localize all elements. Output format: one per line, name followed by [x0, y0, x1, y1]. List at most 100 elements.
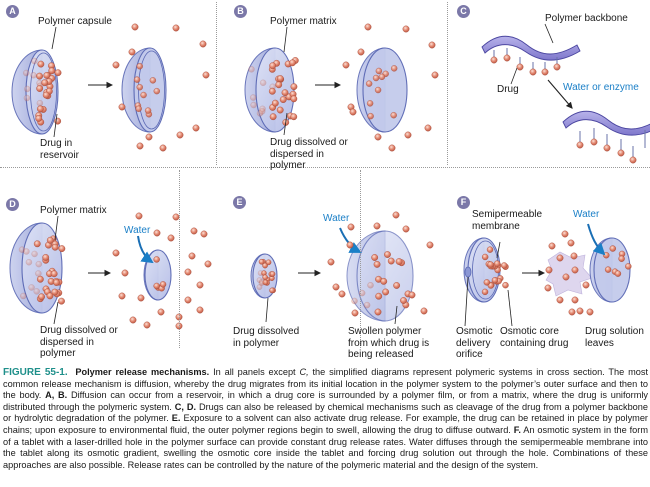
- drug-particle: [290, 83, 298, 91]
- drug-particle: [357, 48, 365, 56]
- osmotic-orifice: [464, 266, 472, 278]
- polymer-face: [356, 230, 414, 322]
- drug-particle: [491, 277, 499, 284]
- caption-cd-text: Drugs can also be released by chemical m…: [3, 401, 649, 424]
- figure-artwork: [9, 23, 650, 330]
- drug-particle: [402, 25, 410, 33]
- drug-particle: [367, 112, 374, 120]
- drug-particle: [136, 83, 143, 91]
- drug-particle: [51, 243, 59, 251]
- panel-e-badge: E: [233, 196, 246, 209]
- drug-particle: [269, 62, 277, 70]
- drug-particle: [541, 68, 549, 76]
- drug-particle: [133, 76, 141, 83]
- drug-particle: [290, 113, 298, 121]
- drug-particle: [58, 245, 66, 253]
- drug-particle: [570, 252, 578, 260]
- panel-d-label-water: Water: [124, 225, 151, 236]
- drug-particle: [590, 138, 598, 146]
- drug-particle: [167, 234, 175, 242]
- drug-particle: [184, 268, 192, 276]
- drug-particle: [390, 65, 398, 72]
- leader-line: [53, 301, 59, 325]
- drug-particle: [58, 297, 65, 305]
- drug-particle: [276, 106, 284, 114]
- panel-f-label-orifice: Osmotic delivery orifice: [456, 326, 493, 360]
- drug-particle: [30, 71, 37, 79]
- panel-c-badge: C: [457, 5, 470, 18]
- leader-line: [265, 297, 269, 323]
- drug-particle: [143, 321, 151, 329]
- drug-particle: [36, 72, 43, 80]
- drug-particle: [153, 229, 161, 237]
- drug-particle: [400, 297, 407, 304]
- leader-line: [510, 67, 518, 85]
- drug-particle: [493, 260, 501, 267]
- drug-particle: [402, 225, 410, 233]
- drug-particle: [192, 124, 200, 132]
- drug-particle: [196, 281, 204, 289]
- drug-particle: [483, 279, 491, 286]
- drug-particle: [553, 63, 561, 71]
- drug-particle: [42, 91, 50, 99]
- panel-c-label-drug: Drug: [497, 84, 519, 95]
- drug-particle: [275, 81, 283, 89]
- leader-line: [283, 26, 288, 53]
- drug-particle: [33, 288, 40, 295]
- drug-particle: [393, 282, 401, 289]
- drug-particle: [556, 296, 564, 304]
- drug-particle: [51, 288, 59, 296]
- drug-particle: [290, 95, 298, 103]
- drug-particle: [364, 23, 372, 31]
- drug-particle: [629, 156, 637, 164]
- drug-particle: [20, 292, 27, 300]
- water-arrow: [137, 235, 154, 264]
- drug-particle: [366, 100, 374, 107]
- caption-ab-label: A, B.: [45, 390, 68, 401]
- drug-particle: [157, 308, 165, 316]
- drug-particle: [257, 270, 264, 276]
- panel-f-label-water: Water: [573, 209, 600, 220]
- panel-a-label-capsule: Polymer capsule: [38, 16, 112, 27]
- drug-particle: [603, 144, 611, 152]
- divider: [447, 2, 448, 165]
- drug-particle: [18, 246, 26, 253]
- leader-line: [394, 305, 398, 325]
- drug-particle: [281, 89, 289, 97]
- drug-particle: [248, 66, 255, 73]
- drug-particle: [545, 266, 553, 274]
- caption-intro-c: C,: [299, 367, 309, 377]
- drug-particle: [529, 68, 537, 76]
- divider: [216, 2, 217, 165]
- divider: [360, 170, 361, 348]
- drug-particle: [327, 258, 335, 266]
- drug-particle: [131, 23, 139, 31]
- leader-line: [464, 276, 469, 327]
- drug-particle: [204, 260, 212, 268]
- drug-particle: [184, 296, 192, 304]
- drug-particle: [136, 63, 143, 70]
- drug-particle: [562, 273, 570, 281]
- drug-particle: [259, 79, 267, 86]
- caption-figure-label: FIGURE 55-1.: [3, 367, 68, 378]
- drug-particle: [374, 133, 382, 141]
- drug-particle: [625, 263, 632, 270]
- drug-particle: [202, 71, 210, 79]
- drug-particle: [428, 41, 436, 49]
- drug-particle: [54, 69, 62, 77]
- caption-cd-label: C, D.: [174, 401, 197, 412]
- drug-particle: [500, 262, 508, 269]
- drug-particle: [367, 282, 374, 289]
- drug-particle: [135, 105, 142, 112]
- drug-particle: [48, 67, 56, 75]
- leader-line: [544, 23, 554, 44]
- drug-particle: [153, 282, 160, 290]
- drug-particle: [486, 246, 494, 253]
- drug-particle: [487, 261, 494, 268]
- drug-particle: [199, 40, 207, 48]
- drug-particle: [38, 293, 45, 301]
- polymer-face: [133, 47, 167, 133]
- drug-particle: [36, 85, 44, 92]
- polymer-backbone-cleaved: [562, 110, 650, 136]
- panel-f-label-core: Osmotic core containing drug: [500, 326, 569, 349]
